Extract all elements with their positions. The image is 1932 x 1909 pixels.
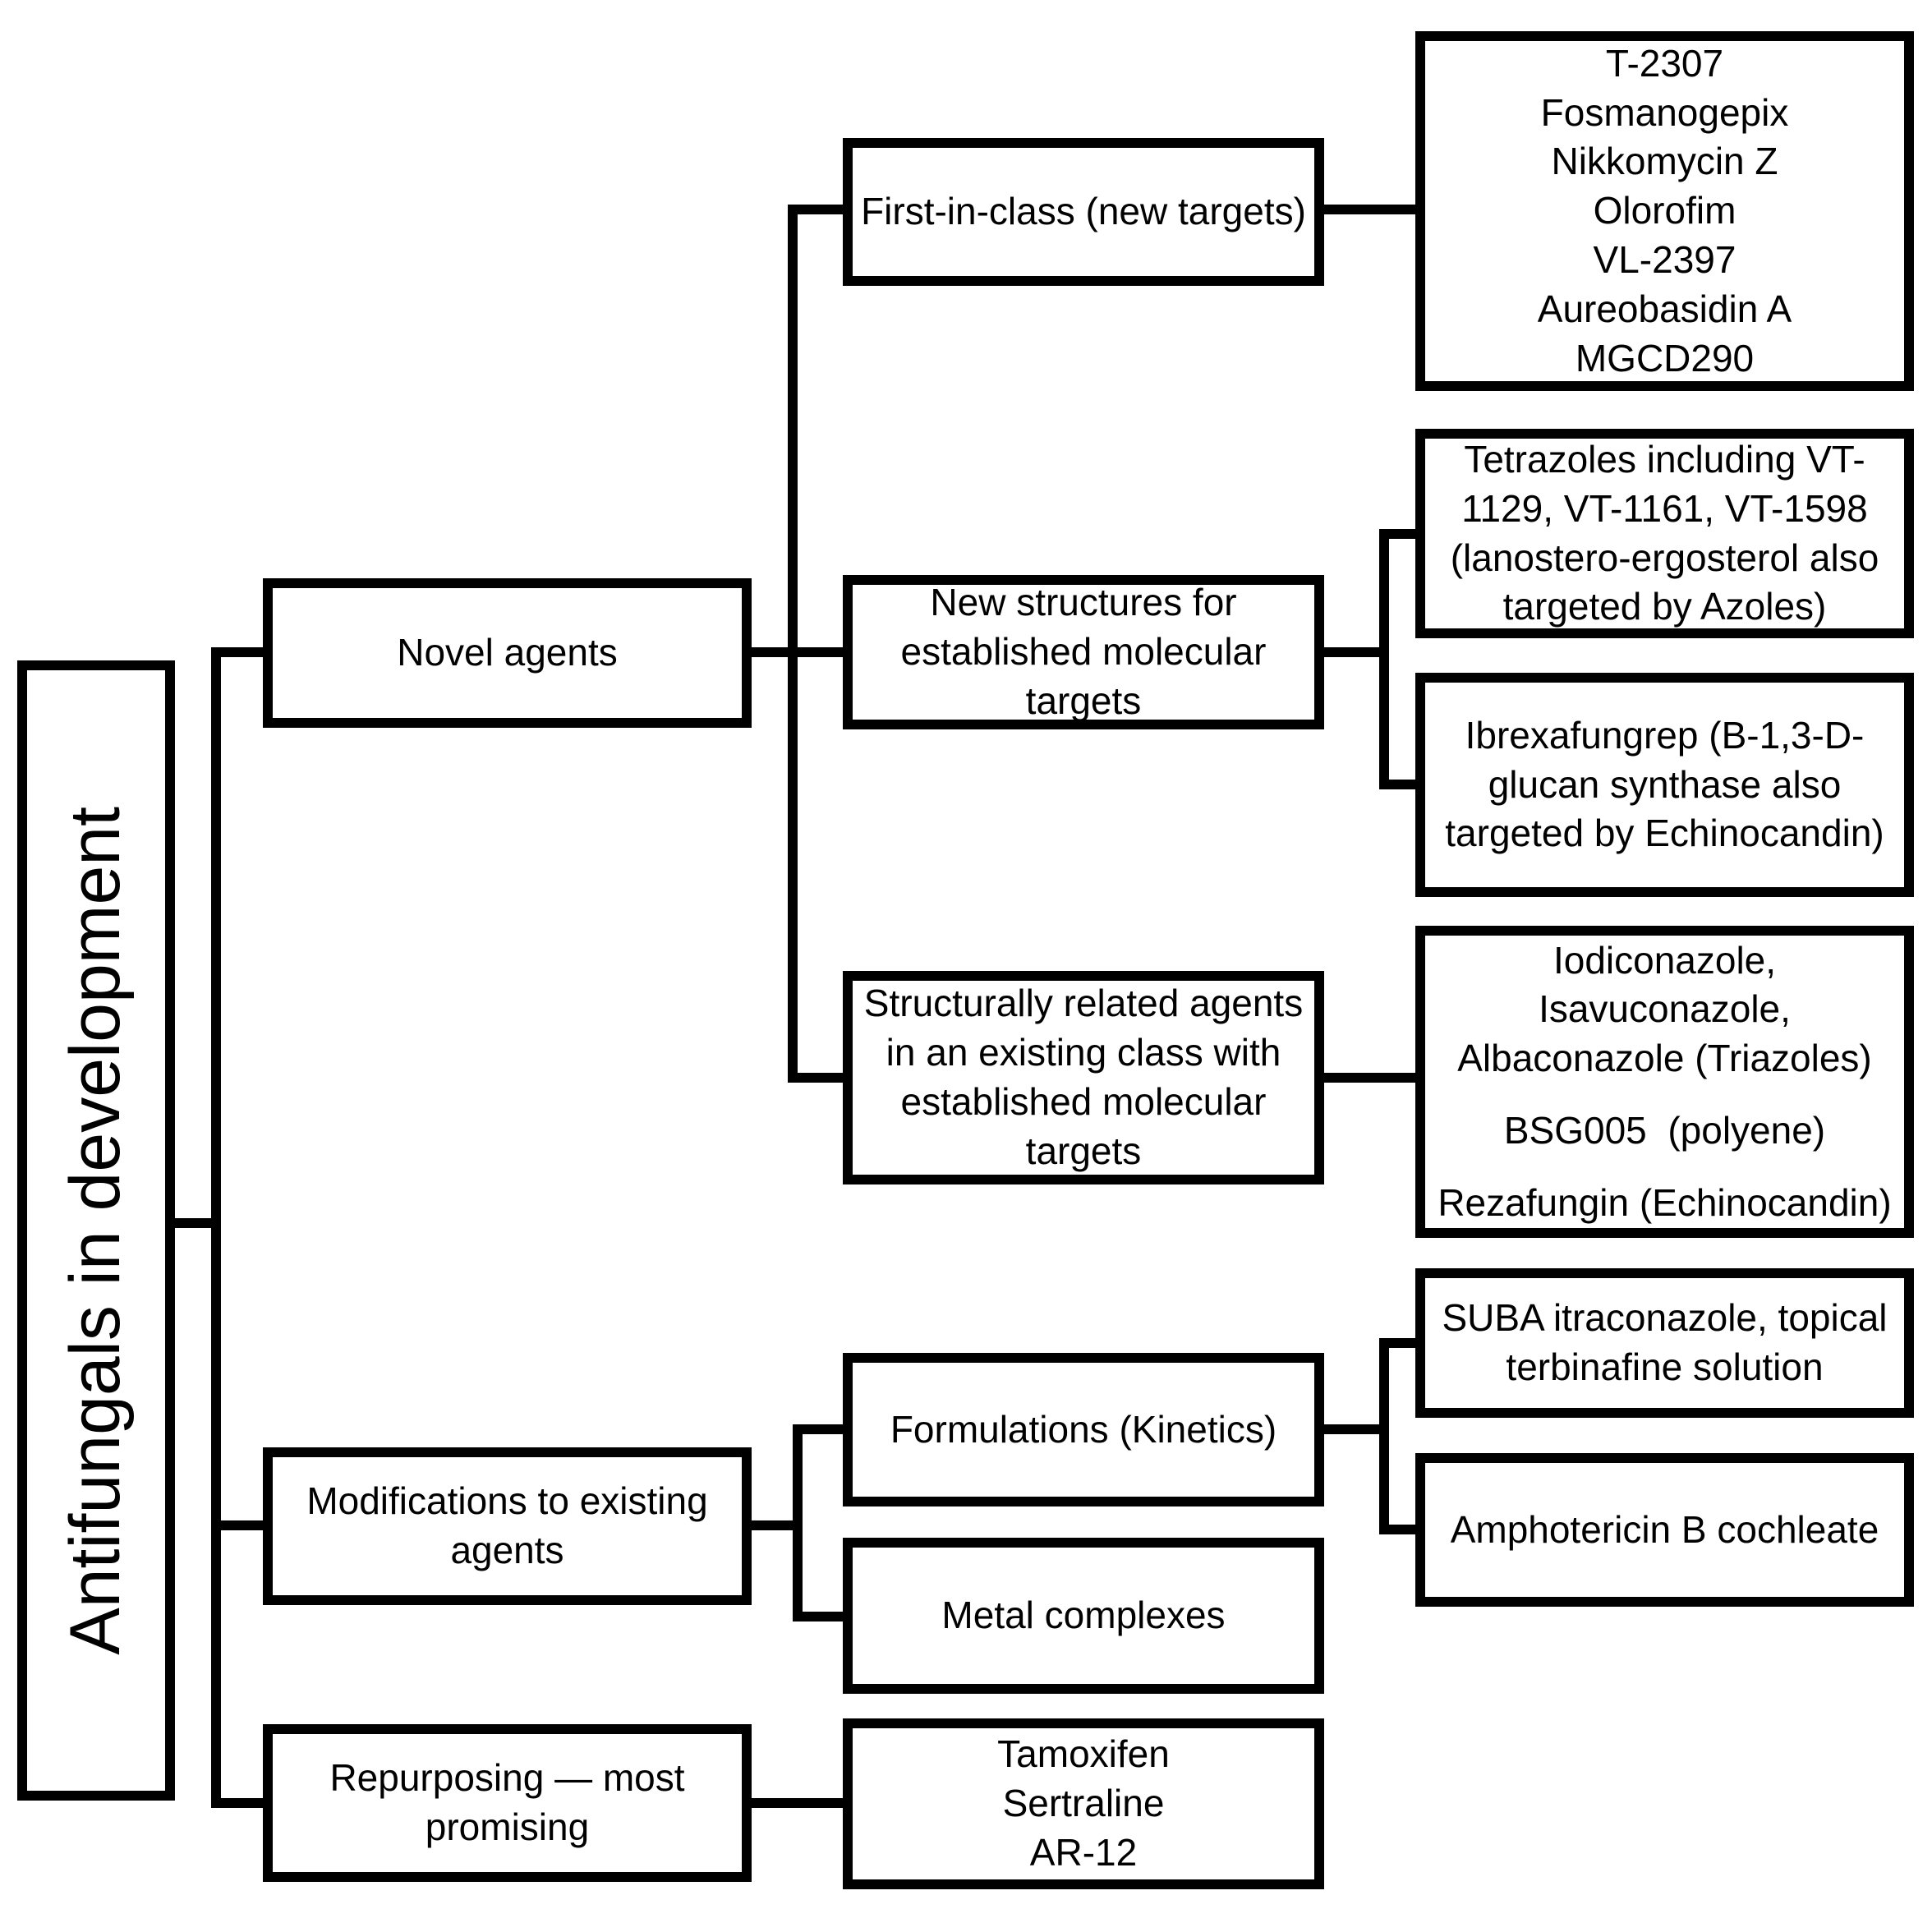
drug-name: SUBA itraconazole, topical [1442,1296,1888,1340]
connector-root-stub [175,1218,221,1228]
node-label: Structurally related agents [863,982,1304,1025]
connector-new-structures-trunk [1379,529,1389,789]
connector-branch-repurposing [221,1798,263,1808]
node-label: targets [1025,678,1142,722]
connector-structural-to-triazoles [1324,1073,1415,1083]
connector-branch-modifications [221,1520,263,1530]
connector-formulations-trunk [1379,1338,1389,1534]
node-label: established molecular [900,630,1267,674]
node-suba-itraconazole: SUBA itraconazole, topical terbinafine s… [1415,1268,1914,1418]
connector-repurposing-to-agents [752,1798,843,1808]
connector-branch-novel [221,647,263,657]
drug-name: Tetrazoles including VT- [1464,437,1865,481]
connector-branch-ibrexafungrep [1389,780,1415,789]
diagram-title: Antifungals in development [56,806,136,1655]
node-amphotericin-b-cochleate: Amphotericin B cochleate [1415,1453,1914,1607]
connector-branch-formulations [803,1424,843,1434]
node-metal-complexes: Metal complexes [843,1538,1324,1694]
connector-branch-structural [798,1073,843,1083]
drug-name: Iodiconazole, Isavuconazole, [1539,938,1791,1031]
node-repurposing-most-promising: Repurposing — most promising [263,1724,752,1882]
drug-name: Amphotericin B cochleate [1450,1507,1879,1551]
node-label: Modifications to existing [306,1479,708,1523]
drug-name: targeted by Echinocandin) [1445,812,1884,855]
drug-name: Tamoxifen [997,1732,1170,1776]
connector-novel-trunk [788,205,798,1083]
drug-name: Fosmanogepix [1540,90,1789,134]
connector-branch-suba [1389,1338,1415,1348]
drug-name: (lanostero-ergosterol also [1450,536,1879,579]
drug-name: Rezafungin (Echinocandin) [1438,1180,1892,1224]
node-label: Novel agents [397,631,618,674]
connector-modifications-trunk [793,1424,803,1622]
connector-new-structures-stub [1324,647,1379,657]
node-label: New structures for [930,581,1237,624]
node-label: agents [450,1529,564,1571]
drug-name: targeted by Azoles) [1502,585,1827,628]
drug-name: glucan synthase also [1488,762,1842,806]
node-first-in-class-new-targets: First-in-class (new targets) [843,138,1324,286]
node-novel-agents: Novel agents [263,578,752,728]
drug-name: AR-12 [1029,1830,1138,1874]
node-label: established molecular [900,1080,1267,1123]
drug-name: Albaconazole (Triazoles) [1457,1037,1872,1080]
connector-formulations-stub [1324,1424,1379,1434]
drug-name: Ibrexafungrep (B-1,3-D- [1465,713,1865,757]
node-new-structures-for-established-targets: New structures for established molecular… [843,575,1324,729]
node-label: Repurposing — most [329,1756,685,1800]
connector-first-in-class-to-agents [1324,205,1415,214]
drug-name: VL-2397 [1593,237,1736,281]
connector-modifications-stub [752,1520,793,1530]
node-triazoles-polyene-echinocandin-list: Iodiconazole, Isavuconazole, Albaconazol… [1415,926,1914,1238]
connector-novel-stub [752,647,788,657]
node-label: in an existing class with [886,1031,1281,1074]
connector-branch-metal [803,1612,843,1622]
node-ibrexafungrep: Ibrexafungrep (B-1,3-D- glucan synthase … [1415,673,1914,897]
node-repurposing-agents-list: Tamoxifen Sertraline AR-12 [843,1718,1324,1889]
node-label: promising [425,1806,590,1848]
connector-branch-first-in-class [798,205,843,214]
node-antifungals-in-development: Antifungals in development [17,660,175,1801]
drug-name: T-2307 [1605,41,1724,85]
drug-name: MGCD290 [1575,336,1755,380]
node-label: Formulations (Kinetics) [890,1407,1277,1451]
node-tetrazoles-list: Tetrazoles including VT- 1129, VT-1161, … [1415,429,1914,638]
drug-name: Nikkomycin Z [1551,140,1778,183]
node-label: First-in-class (new targets) [861,190,1306,233]
node-formulations-kinetics: Formulations (Kinetics) [843,1353,1324,1506]
drug-name: 1129, VT-1161, VT-1598 [1461,486,1868,530]
node-first-in-class-agents-list: T-2307 Fosmanogepix Nikkomycin Z Olorofi… [1415,31,1914,391]
connector-root-trunk [211,647,221,1808]
drug-name: Olorofim [1593,189,1736,232]
drug-name: BSG005 (polyene) [1503,1108,1826,1152]
connector-branch-new-structures [798,647,843,657]
node-label: Metal complexes [941,1594,1226,1637]
drug-name: terbinafine solution [1506,1346,1824,1388]
connector-branch-tetrazoles [1389,529,1415,539]
node-modifications-to-existing-agents: Modifications to existing agents [263,1447,752,1605]
drug-name: Aureobasidin A [1537,287,1792,330]
connector-branch-amphotericin [1389,1525,1415,1534]
node-structurally-related-agents: Structurally related agents in an existi… [843,971,1324,1184]
node-label: targets [1025,1129,1142,1172]
drug-name: Sertraline [1002,1782,1165,1825]
